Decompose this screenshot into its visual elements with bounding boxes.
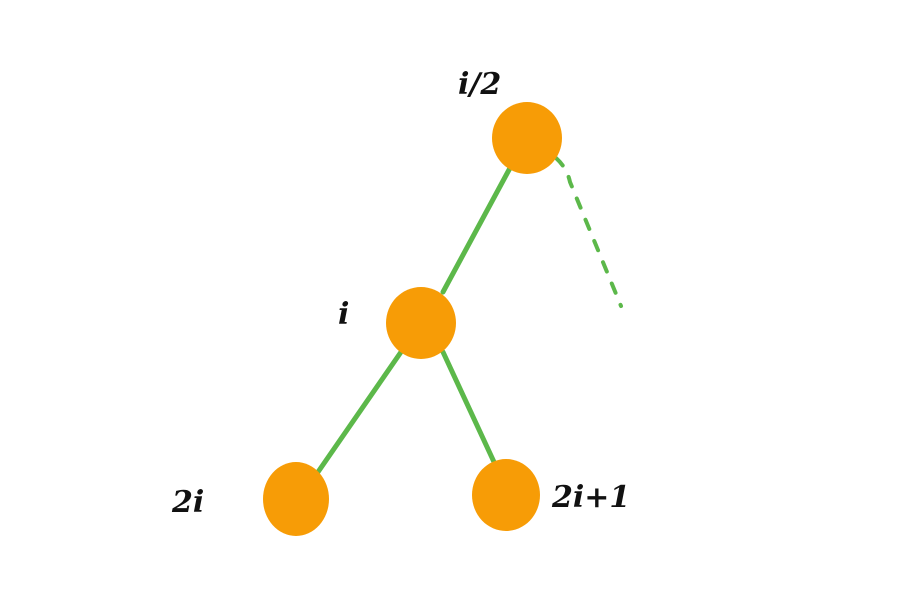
edges bbox=[315, 156, 623, 475]
label-right-child: 2i+1 bbox=[551, 480, 630, 515]
edge-parent-to-sibling-dashed bbox=[554, 156, 623, 308]
labels: i/2 i 2i 2i+1 bbox=[171, 67, 630, 520]
node-right-child bbox=[472, 459, 540, 531]
node-parent bbox=[492, 102, 562, 174]
node-left-child bbox=[263, 462, 329, 536]
node-current bbox=[386, 287, 456, 359]
label-current: i bbox=[338, 297, 349, 332]
edge-current-to-left-child bbox=[315, 349, 404, 475]
label-left-child: 2i bbox=[171, 485, 204, 520]
nodes bbox=[263, 102, 562, 536]
edge-current-to-right-child bbox=[440, 349, 497, 465]
label-parent: i/2 bbox=[458, 67, 501, 102]
edge-parent-to-current bbox=[440, 165, 513, 295]
